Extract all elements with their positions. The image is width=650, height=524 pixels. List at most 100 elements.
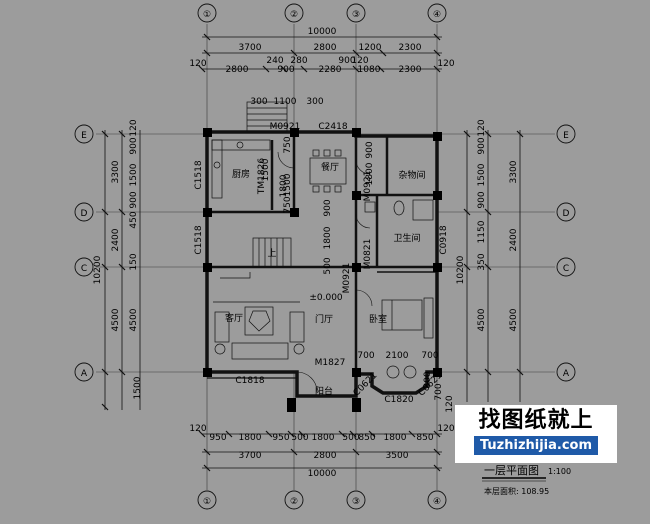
- plan-scale: 1:100: [548, 467, 571, 476]
- axis-label-bottom-3: ③: [352, 497, 360, 507]
- axis-label-left-a: A: [81, 369, 88, 379]
- dim-interior-6: 900: [365, 141, 375, 158]
- opening-bay-window: C1820: [384, 395, 413, 405]
- dim-top-row3-9: 120: [437, 59, 454, 69]
- axis-label-bottom-4: ④: [433, 497, 441, 507]
- dim-left-mid-1: 3300: [111, 160, 121, 183]
- dim-top-row2-3: 1200: [359, 43, 382, 53]
- opening-sliding-door: TM1826: [257, 158, 267, 195]
- dim-bay-2: 2100: [386, 351, 409, 361]
- dim-interior-9: 1500: [283, 173, 293, 196]
- dim-interior-1: 1800: [279, 174, 289, 197]
- dimension-lines: [104, 36, 521, 469]
- opening-window-kitchen: C1518: [194, 160, 204, 189]
- dim-interior-4: 900: [323, 199, 333, 216]
- opening-window-north: C2418: [318, 122, 347, 132]
- area-label: 本层面积: 108.95: [484, 486, 549, 496]
- opening-door-storage: M0921: [363, 171, 373, 202]
- dim-bottom-3: 1800: [239, 433, 262, 443]
- dim-right-outer: 10200: [456, 255, 466, 284]
- stairs: [220, 101, 292, 279]
- opening-window-living: C1818: [235, 376, 264, 386]
- dim-right-mid-3: 4500: [509, 308, 519, 331]
- axis-label-top-3: ③: [352, 10, 360, 20]
- dim-left-mid-3: 4500: [111, 308, 121, 331]
- room-label-living: 客厅: [225, 312, 243, 324]
- dim-bay-1: 700: [357, 351, 374, 361]
- dim-top-row3-6: 2280: [319, 65, 342, 75]
- dim-right-mid-2: 2400: [509, 228, 519, 251]
- dim-interior-10: 750: [283, 196, 293, 213]
- dim-bay-3: 700: [421, 351, 438, 361]
- level-mark: ±0.000: [309, 293, 343, 303]
- dim-top-row3-5: 280: [290, 56, 307, 66]
- dim-top-row2-2: 2800: [314, 43, 337, 53]
- dim-bottom-10: 850: [416, 433, 433, 443]
- dim-right-inner-8: 800: [423, 371, 433, 388]
- plan-title: 一层平面图: [484, 464, 539, 477]
- dim-right-inner-3: 1500: [477, 163, 487, 186]
- dim-bottom-row2-1: 3700: [239, 451, 262, 461]
- dim-bottom-row2-3: 3500: [386, 451, 409, 461]
- kitchen-counter: [211, 139, 271, 199]
- building-walls: [205, 130, 439, 398]
- dim-bottom-4: 950: [272, 433, 289, 443]
- dim-bottom-7: 500: [342, 433, 359, 443]
- dim-top-row3b-2: 120: [351, 56, 368, 66]
- dim-right-inner-1: 120: [477, 119, 487, 136]
- living-room-furniture: [213, 301, 305, 360]
- opening-window-west: C1518: [194, 225, 204, 254]
- axis-label-top-4: ④: [433, 10, 441, 20]
- dim-bottom-9: 1800: [384, 433, 407, 443]
- dim-stair-1: 300: [250, 97, 267, 107]
- dim-stair-2: 1100: [274, 97, 297, 107]
- door-swings: [277, 151, 373, 393]
- dim-right-mid-1: 3300: [509, 160, 519, 183]
- opening-door-bath: M0821: [363, 239, 373, 270]
- dining-table: [309, 149, 347, 193]
- bedroom-furniture: [381, 297, 434, 379]
- dim-right-inner-7: 4500: [477, 308, 487, 331]
- opening-door-north: M0921: [270, 122, 301, 132]
- dimension-ticks: [101, 33, 524, 472]
- dim-top-row3b-1: 900: [338, 56, 355, 66]
- dim-left-inner-4: 900: [129, 191, 139, 208]
- axis-bubbles: [74, 3, 576, 510]
- dim-left-mid-2: 2400: [111, 228, 121, 251]
- axis-label-right-e: E: [563, 131, 569, 141]
- dim-left-inner-2: 900: [129, 137, 139, 154]
- dim-left-inner-5: 450: [129, 211, 139, 228]
- dim-left-outer: 10200: [93, 255, 103, 284]
- room-label-hall: 门厅: [315, 313, 333, 325]
- opening-door-bedroom: M0921: [342, 263, 352, 294]
- dim-left-inner-3: 1500: [129, 163, 139, 186]
- stair-up-label: 上: [267, 248, 276, 259]
- dim-right-inner-4: 900: [477, 191, 487, 208]
- dim-interior-8: 750: [283, 136, 293, 153]
- dim-right-inner-6: 350: [477, 253, 487, 270]
- dim-bottom-row2-2: 2800: [314, 451, 337, 461]
- opening-main-door: M1827: [315, 358, 346, 368]
- dim-top-row3-2: 2800: [226, 65, 249, 75]
- axis-label-top-2: ②: [290, 10, 298, 20]
- watermark-title: 找图纸就上: [478, 408, 594, 433]
- dim-bottom-1: 120: [189, 424, 206, 434]
- axis-label-bottom-2: ②: [290, 497, 298, 507]
- dim-interior-3: 500: [323, 257, 333, 274]
- dim-top-row3-3: 240: [266, 56, 283, 66]
- dim-bottom-total: 10000: [308, 469, 337, 479]
- axis-label-bottom-1: ①: [203, 497, 211, 507]
- dim-left-mid-4: 1500: [133, 376, 143, 399]
- dim-left-inner-6: 150: [129, 253, 139, 270]
- room-label-kitchen: 厨房: [232, 168, 250, 180]
- dim-top-row2-4: 2300: [399, 43, 422, 53]
- dim-bottom-8: 850: [358, 433, 375, 443]
- bathroom-fixtures: [364, 199, 434, 221]
- dim-interior-7: 1500: [261, 158, 271, 181]
- dim-bottom-11: 120: [437, 424, 454, 434]
- room-label-bath: 卫生间: [393, 232, 420, 244]
- axis-label-right-a: A: [563, 369, 570, 379]
- watermark-url: Tuzhizhijia.com: [473, 436, 599, 455]
- wall-posts: [203, 128, 442, 412]
